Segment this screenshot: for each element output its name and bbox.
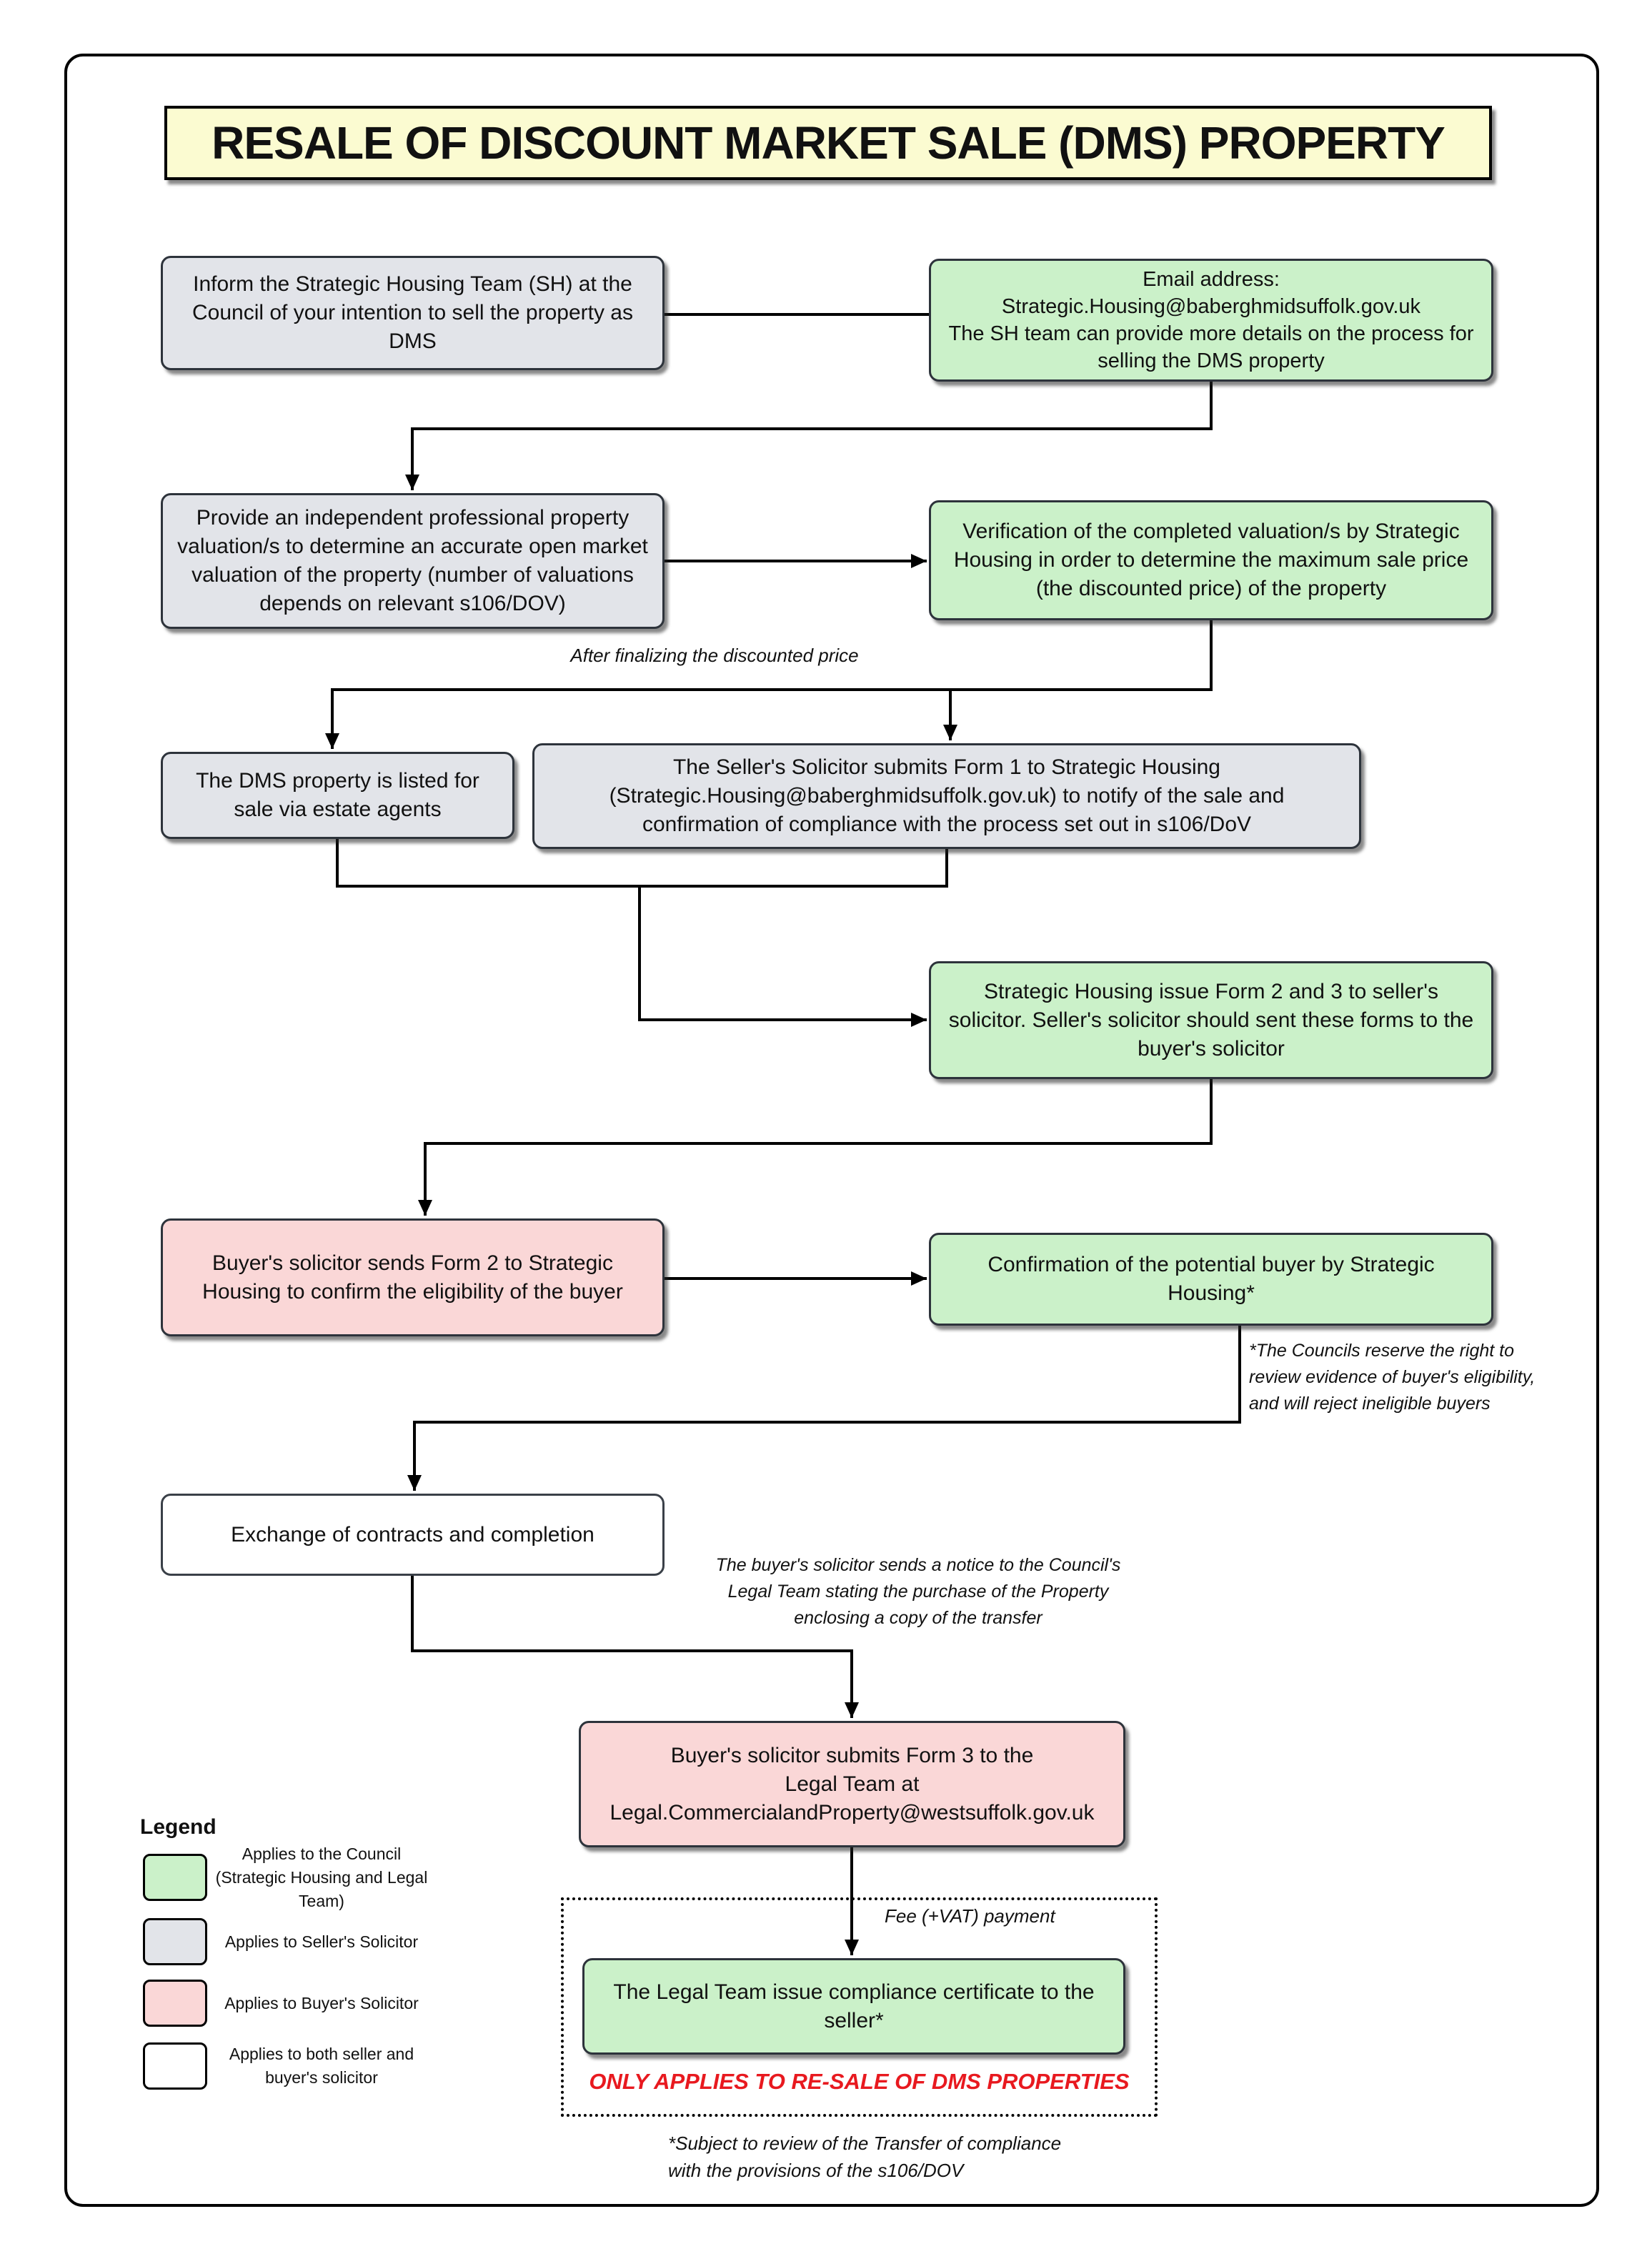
annotation-subject-note: *Subject to review of the Transfer of co… <box>668 2133 1062 2181</box>
annotation-after-finalizing: After finalizing the discounted price <box>570 645 859 666</box>
legend-swatch-council-green <box>143 1854 207 1901</box>
legend-swatch-seller-grey <box>143 1918 207 1965</box>
flow-box-provide-valuation: Provide an independent professional prop… <box>161 493 665 629</box>
legend-label-seller: Applies to Seller's Solicitor <box>224 1932 419 1951</box>
legend-label-buyer: Applies to Buyer's Solicitor <box>224 1993 419 2012</box>
flow-box-inform-strategic-housing: Inform the Strategic Housing Team (SH) a… <box>161 256 665 370</box>
red-warning-text: ONLY APPLIES TO RE-SALE OF DMS PROPERTIE… <box>589 2069 1130 2094</box>
legend-label-council: Applies to the Council (Strategic Housin… <box>215 1844 428 1910</box>
annotation-fee-label: Fee (+VAT) payment <box>885 1905 1055 1927</box>
flow-box-buyer-form2: Buyer's solicitor sends Form 2 to Strate… <box>161 1218 665 1336</box>
flow-box-dms-listed: The DMS property is listed for sale via … <box>161 752 514 839</box>
flow-box-email-address: Email address: Strategic.Housing@babergh… <box>929 259 1493 382</box>
legend-swatch-both-white <box>143 2042 207 2090</box>
legend-swatch-buyer-pink <box>143 1980 207 2027</box>
flow-box-confirmation-buyer: Confirmation of the potential buyer by S… <box>929 1233 1493 1326</box>
flow-box-form1-submission: The Seller's Solicitor submits Form 1 to… <box>532 743 1361 849</box>
legend-heading: Legend <box>140 1815 217 1839</box>
dotted-boundary-box <box>561 1897 1158 2117</box>
flow-box-verification: Verification of the completed valuation/… <box>929 500 1493 620</box>
flow-box-compliance-certificate: The Legal Team issue compliance certific… <box>582 1958 1125 2055</box>
annotation-councils-note: *The Councils reserve the right to revie… <box>1249 1341 1536 1414</box>
flow-box-form3-submission: Buyer's solicitor submits Form 3 to the … <box>579 1721 1125 1847</box>
flow-box-form2-3-issue: Strategic Housing issue Form 2 and 3 to … <box>929 961 1493 1079</box>
legend-label-both: Applies to both seller and buyer's solic… <box>229 2045 414 2087</box>
flow-box-exchange-contracts: Exchange of contracts and completion <box>161 1494 665 1576</box>
annotation-buyers-notice: The buyer's solicitor sends a notice to … <box>715 1555 1121 1628</box>
page-title: RESALE OF DISCOUNT MARKET SALE (DMS) PRO… <box>164 106 1492 180</box>
